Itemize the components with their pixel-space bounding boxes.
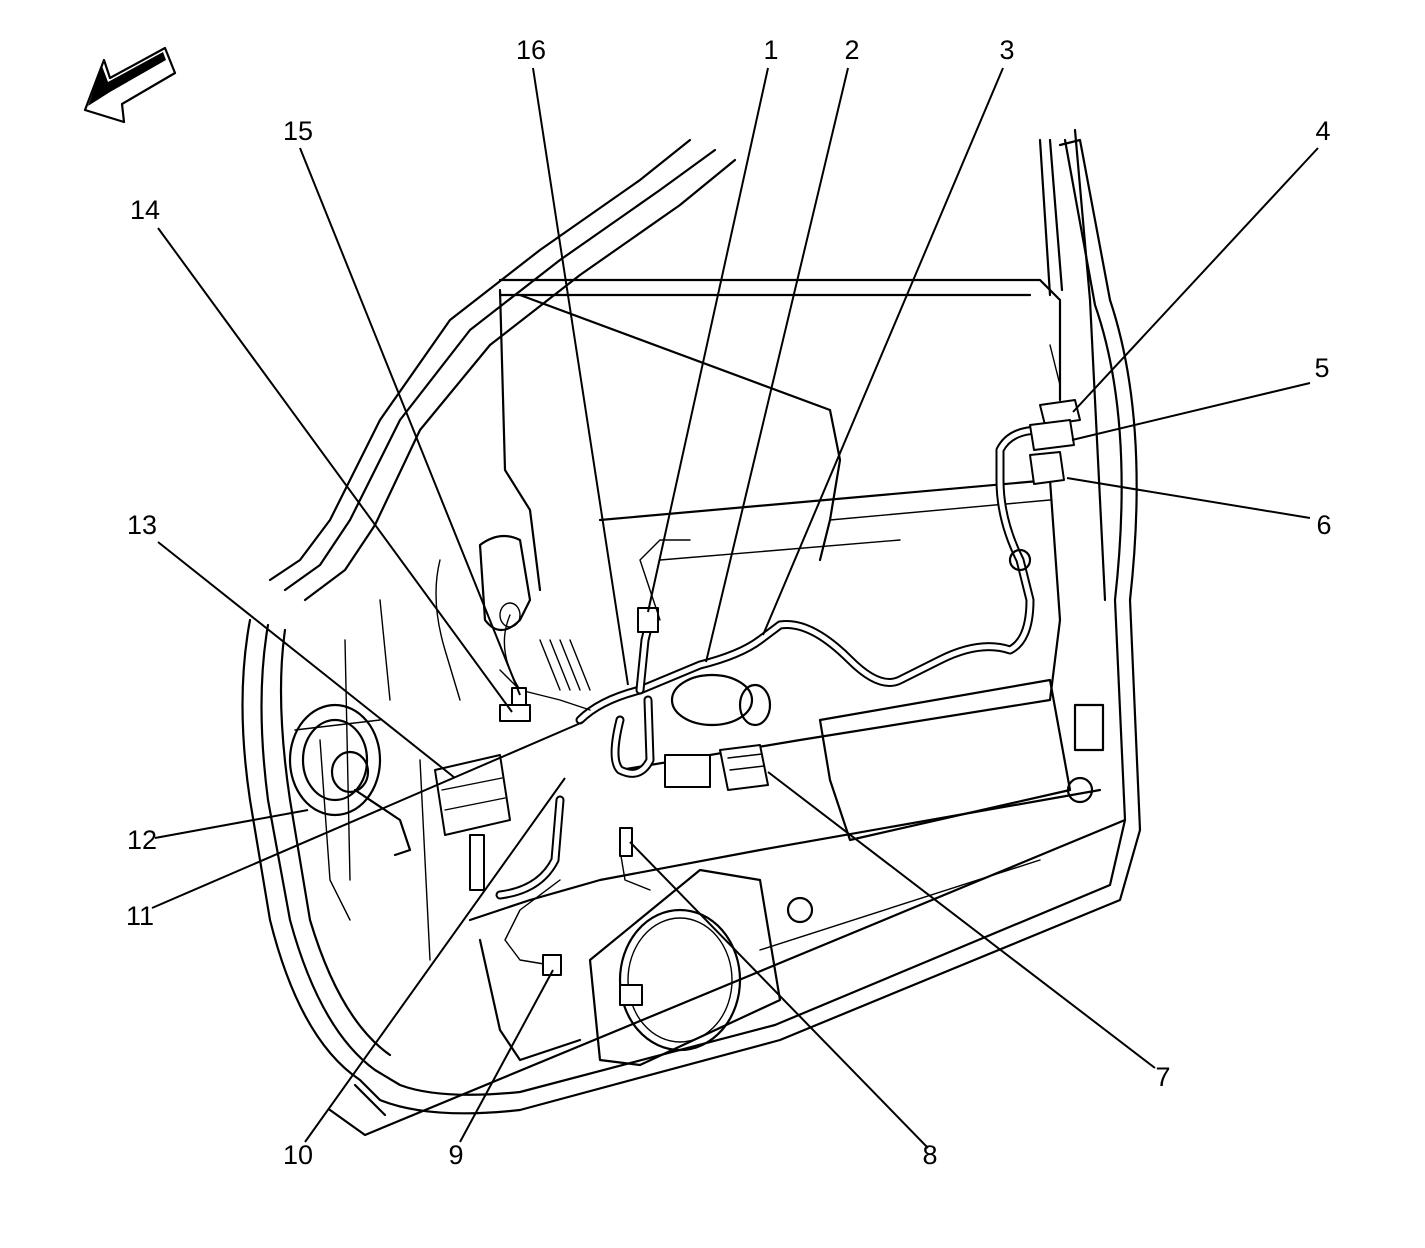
door-module-icon	[434, 754, 511, 891]
callout-15: 15	[283, 116, 313, 146]
callout-5: 5	[1314, 353, 1329, 383]
callout-7: 7	[1155, 1062, 1170, 1092]
callout-13: 13	[127, 510, 157, 540]
callout-labels: 16 1 2 3 4 5 6 7 8 9 10 11 12 13 14 15	[126, 35, 1332, 1170]
leader-lines	[151, 67, 1319, 1149]
callout-1: 1	[763, 35, 778, 65]
callout-3: 3	[999, 35, 1014, 65]
callout-10: 10	[283, 1140, 313, 1170]
door-seal-area	[435, 534, 532, 701]
mirror-connector-icon	[288, 703, 412, 857]
connectors	[499, 344, 1105, 976]
callout-12: 12	[127, 825, 157, 855]
speaker-icon	[588, 868, 782, 1067]
callout-6: 6	[1316, 510, 1331, 540]
door-outline	[241, 128, 1142, 1137]
callout-14: 14	[130, 195, 160, 225]
callout-16: 16	[516, 35, 546, 65]
callout-9: 9	[448, 1140, 463, 1170]
callout-2: 2	[844, 35, 859, 65]
front-direction-arrow-icon	[83, 46, 177, 124]
callout-4: 4	[1315, 116, 1330, 146]
callout-11: 11	[126, 901, 154, 931]
callout-8: 8	[922, 1140, 937, 1170]
